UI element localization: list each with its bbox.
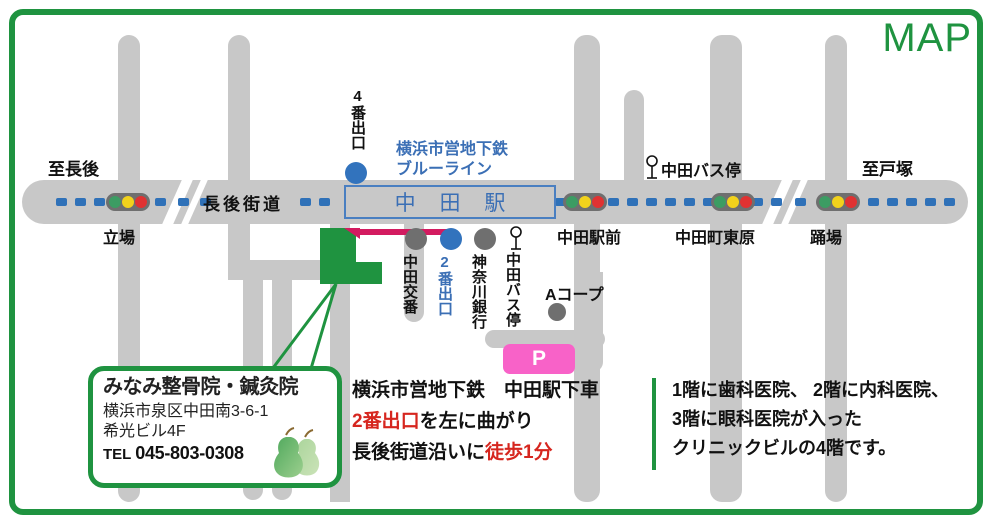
- centerline-dash: [703, 198, 714, 206]
- road-name-label: 長後街道: [203, 195, 283, 214]
- centerline-dash: [56, 198, 67, 206]
- signal-yellow-icon: [726, 196, 739, 208]
- road-vertical-9b: [710, 212, 742, 502]
- directions-line-2: 2番出口を左に曲がり: [352, 407, 599, 438]
- exit2-label: 2番出口: [436, 254, 453, 316]
- route-arrow-line: [355, 229, 453, 235]
- info-divider: [652, 378, 656, 470]
- centerline-dash: [684, 198, 695, 206]
- centerline-dash: [887, 198, 898, 206]
- centerline-dash: [200, 198, 211, 206]
- signal-red-icon: [591, 196, 604, 208]
- signal-yellow-icon: [831, 196, 844, 208]
- traffic-signal-nakadacho-higashihara: [711, 193, 755, 211]
- poi-label-a-coop: Aコープ: [545, 287, 604, 304]
- centerline-dash: [771, 198, 782, 206]
- centerline-dash: [925, 198, 936, 206]
- centerline-dash: [178, 198, 189, 206]
- bus-stop-icon: [646, 155, 658, 179]
- centerline-dash: [868, 198, 879, 206]
- signal-green-icon: [566, 196, 579, 208]
- centerline-dash: [75, 198, 86, 206]
- road-branch-parking: [485, 330, 605, 348]
- directions-line-3: 長後街道沿いに徒歩1分: [352, 438, 599, 469]
- centerline-dash: [94, 198, 105, 206]
- centerline-dash: [608, 198, 619, 206]
- poi-label-koban: 中田交番: [401, 254, 418, 314]
- road-vertical-9: [710, 35, 742, 195]
- centerline-dash: [665, 198, 676, 206]
- centerline-dash: [300, 198, 311, 206]
- road-vertical-1: [118, 35, 140, 195]
- signal-yellow-icon: [121, 196, 134, 208]
- centerline-dash: [319, 198, 330, 206]
- road-vertical-7: [574, 35, 600, 195]
- exit4-marker-icon: [345, 162, 367, 184]
- tel-label: TEL: [103, 446, 132, 464]
- centerline-dash: [155, 198, 166, 206]
- centerline-dash: [795, 198, 806, 206]
- traffic-signal-odoriba: [816, 193, 860, 211]
- direction-label-east: 至戸塚: [862, 160, 913, 179]
- centerline-dash: [627, 198, 638, 206]
- clinic-name: みなみ整骨院・鍼灸院: [103, 376, 299, 398]
- poi-marker-koban: [405, 228, 427, 250]
- centerline-dash: [752, 198, 763, 206]
- road-vertical-11: [583, 272, 603, 372]
- map-title: MAP: [882, 16, 972, 60]
- signal-label-nakadacho-higashihara: 中田町東原: [675, 230, 756, 247]
- traffic-signal-tateba: [106, 193, 150, 211]
- directions-exit-emphasis: 2番出口: [352, 410, 420, 432]
- centerline-dash: [906, 198, 917, 206]
- poi-marker-kanagawa-bank: [474, 228, 496, 250]
- direction-label-west: 至長後: [48, 160, 99, 179]
- poi-marker-a-coop: [548, 303, 566, 321]
- signal-yellow-icon: [578, 196, 591, 208]
- centerline-dash: [944, 198, 955, 206]
- subway-line-label: 横浜市営地下鉄 ブルーライン: [396, 141, 509, 178]
- directions-line-2-rest: を左に曲がり: [419, 410, 534, 432]
- signal-label-odoriba: 踊場: [810, 230, 843, 247]
- centerline-dash: [555, 198, 566, 206]
- poi-label-kanagawa-bank: 神奈川銀行: [470, 254, 487, 329]
- directions-line-1: 横浜市営地下鉄 中田駅下車: [352, 380, 600, 401]
- road-vertical-10b: [825, 212, 847, 502]
- clinic-building-marker-wing: [320, 262, 382, 284]
- signal-label-tateba: 立場: [103, 230, 136, 247]
- station-name-label: 中 田 駅: [394, 192, 515, 215]
- signal-green-icon: [109, 196, 122, 208]
- signal-green-icon: [714, 196, 727, 208]
- road-vertical-8: [624, 90, 644, 195]
- pear-logo-icon: [274, 427, 320, 478]
- station-box-nakada: 中 田 駅: [344, 185, 556, 219]
- clinic-telephone: TEL 045-803-0308: [103, 443, 327, 464]
- building-info-line-3: クリニックビルの4階です。: [672, 438, 897, 459]
- centerline-dash: [646, 198, 657, 206]
- signal-red-icon: [739, 196, 752, 208]
- traffic-signal-nakada-ekimae: [563, 193, 607, 211]
- directions-block: 横浜市営地下鉄 中田駅下車 2番出口を左に曲がり 長後街道沿いに徒歩1分: [352, 376, 599, 468]
- directions-line-3-pre: 長後街道沿いに: [352, 441, 486, 463]
- road-vertical-2: [228, 35, 250, 195]
- road-vertical-10: [825, 35, 847, 195]
- exit4-label: 4番出口: [349, 88, 366, 150]
- bus-stop-icon-south: [510, 226, 522, 250]
- building-info-line-1: 1階に歯科医院、 2階に内科医院、: [672, 380, 950, 400]
- poi-label-bus-stop-south: 中田バス停: [504, 252, 521, 327]
- signal-green-icon: [819, 196, 832, 208]
- signal-red-icon: [844, 196, 857, 208]
- parking-label: P: [531, 347, 546, 370]
- route-arrow-head-icon: [344, 228, 360, 239]
- building-info-line-2: 3階に眼科医院が入った: [672, 409, 863, 430]
- parking-badge: P: [503, 344, 575, 374]
- directions-walk-emphasis: 徒歩1分: [485, 441, 553, 463]
- poi-marker-exit2: [440, 228, 462, 250]
- building-info-block: 1階に歯科医院、 2階に内科医院、 3階に眼科医院が入った クリニックビルの4階…: [672, 376, 949, 463]
- clinic-info-box: みなみ整骨院・鍼灸院 横浜市泉区中田南3-6-1 希光ビル4F TEL 045-…: [88, 366, 342, 488]
- signal-label-nakada-ekimae: 中田駅前: [557, 230, 622, 247]
- tel-number: 045-803-0308: [135, 443, 244, 464]
- clinic-address: 横浜市泉区中田南3-6-1 希光ビル4F: [103, 403, 269, 440]
- signal-red-icon: [134, 196, 147, 208]
- bus-stop-label-north: 中田バス停: [661, 163, 742, 180]
